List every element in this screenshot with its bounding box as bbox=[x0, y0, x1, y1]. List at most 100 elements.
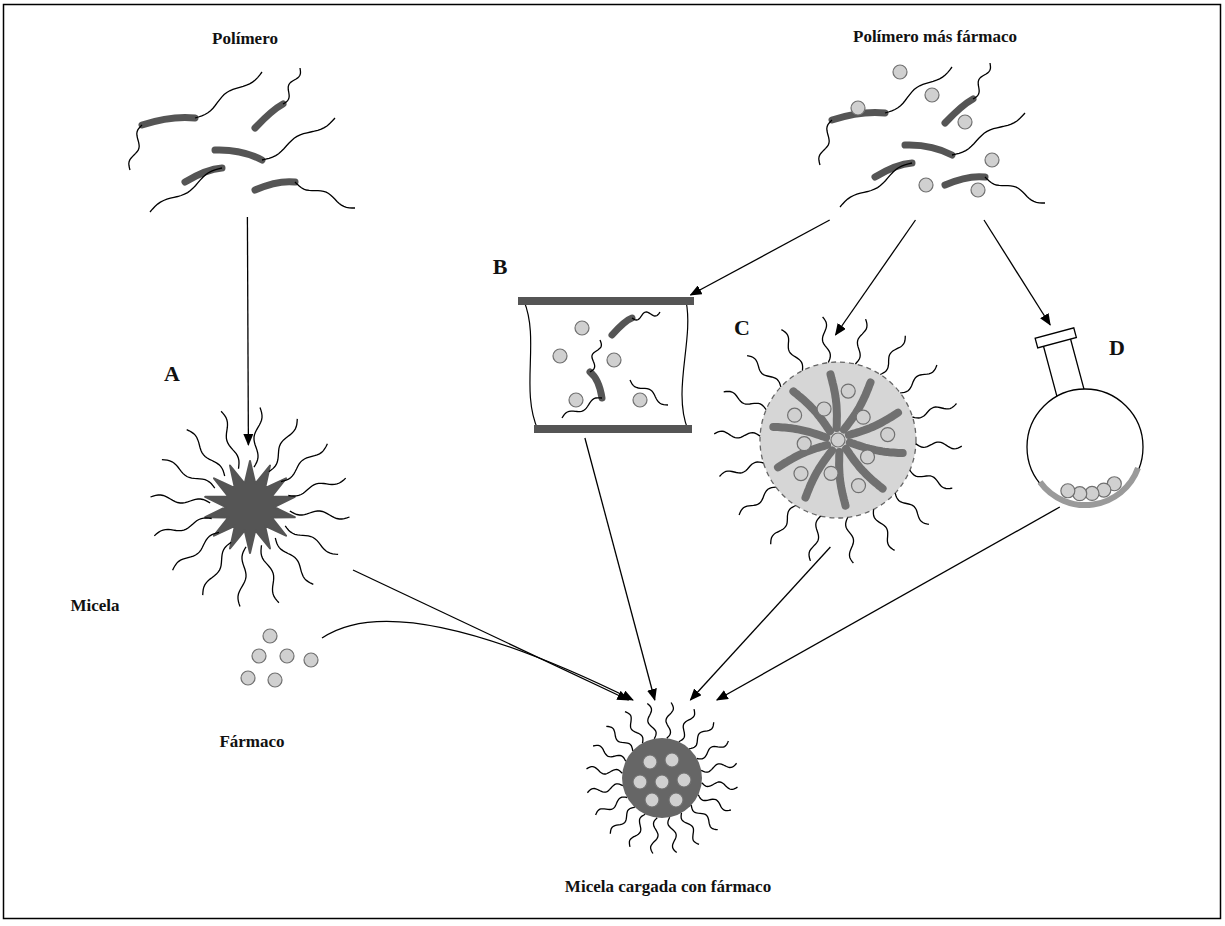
illustration-node: AMicela bbox=[148, 445, 353, 570]
polymer-tail bbox=[203, 542, 231, 595]
drug-particle bbox=[852, 479, 866, 493]
drug-particle bbox=[665, 753, 679, 767]
node-label: Micela bbox=[70, 597, 119, 616]
illustration-node: Fármaco bbox=[240, 625, 322, 690]
method-letter: C bbox=[734, 316, 750, 340]
drug-particle bbox=[268, 673, 282, 687]
polymer-core bbox=[905, 145, 952, 155]
method-letter: A bbox=[164, 362, 180, 386]
polymer-tail bbox=[129, 125, 142, 170]
drug-particle bbox=[1061, 484, 1075, 498]
polymer-core bbox=[831, 374, 837, 428]
polymer-tail bbox=[985, 177, 1045, 203]
polymer-tail bbox=[973, 63, 991, 99]
arrow-connector bbox=[585, 438, 655, 700]
drug-film bbox=[1040, 468, 1138, 505]
illustration-node: Polímero más fármaco bbox=[815, 55, 1060, 220]
polymer-tail bbox=[855, 319, 867, 364]
polymer-tail bbox=[679, 709, 695, 742]
polymer-tail bbox=[651, 818, 658, 854]
polymer-tail bbox=[916, 442, 962, 449]
polymer-tail bbox=[606, 726, 632, 751]
drug-particle bbox=[881, 428, 895, 442]
illustration-node: Polímero bbox=[125, 62, 365, 217]
polymer-tail bbox=[262, 118, 335, 160]
polymer-core bbox=[590, 372, 602, 398]
polymer-tail bbox=[295, 182, 355, 208]
polymer-tail bbox=[873, 509, 894, 550]
polymer-core bbox=[142, 117, 195, 125]
polymer-tail bbox=[840, 163, 912, 207]
drug-particle bbox=[856, 410, 870, 424]
polymer-core bbox=[215, 150, 262, 160]
illustration-node: B bbox=[518, 295, 694, 438]
polymer-tail bbox=[625, 712, 643, 744]
polymer-tail bbox=[846, 517, 854, 563]
drug-particle bbox=[263, 629, 277, 643]
polymer-tail bbox=[195, 72, 262, 118]
polymer-tail bbox=[610, 807, 635, 833]
drug-particle bbox=[817, 402, 831, 416]
drug-particle bbox=[831, 433, 845, 447]
polymer-tail bbox=[913, 404, 957, 419]
drug-particle bbox=[575, 321, 589, 335]
arrow-connector bbox=[717, 507, 1060, 700]
drug-particle bbox=[569, 393, 583, 407]
polymer-tail bbox=[724, 391, 766, 409]
polymer-tail bbox=[747, 356, 781, 387]
drug-particle bbox=[925, 88, 939, 102]
polymer-tail bbox=[590, 340, 601, 372]
polymer-tail bbox=[288, 478, 345, 496]
polymer-tail bbox=[647, 703, 656, 738]
drug-particle bbox=[893, 65, 907, 79]
polymer-tail bbox=[823, 317, 831, 363]
micelle-core bbox=[622, 738, 702, 818]
micelle-core bbox=[205, 461, 295, 553]
polymer-tail bbox=[668, 817, 677, 852]
node-label: Fármaco bbox=[219, 733, 284, 752]
flask-body bbox=[1027, 389, 1143, 505]
polymer-tail bbox=[689, 722, 714, 748]
polymer-tail bbox=[221, 411, 239, 468]
polymer-core bbox=[255, 182, 295, 190]
polymer-tail bbox=[691, 805, 717, 830]
drug-particle bbox=[985, 153, 999, 167]
drug-particle bbox=[797, 437, 811, 451]
drug-particle bbox=[841, 384, 855, 398]
drug-particle bbox=[304, 653, 318, 667]
polymer-tail bbox=[238, 547, 246, 607]
dialysis-bag bbox=[524, 301, 688, 430]
polymer-tail bbox=[701, 763, 736, 772]
polymer-tail bbox=[809, 516, 821, 561]
drug-particle bbox=[851, 101, 865, 115]
polymer-tail bbox=[151, 495, 211, 503]
drug-particle bbox=[794, 467, 808, 481]
node-label: Micela cargada con fármaco bbox=[565, 878, 771, 897]
polymer-tail bbox=[587, 767, 623, 774]
node-label: Polímero bbox=[212, 30, 278, 49]
polymer-tail bbox=[698, 795, 731, 811]
polymer-tail bbox=[281, 444, 327, 482]
drug-particle bbox=[824, 466, 838, 480]
polymer-tail bbox=[283, 68, 301, 104]
polymer-tail bbox=[910, 470, 952, 488]
polymer-tail bbox=[629, 814, 645, 847]
micelle-shell bbox=[760, 362, 916, 518]
polymer-tail bbox=[173, 532, 219, 570]
polymer-tail bbox=[285, 526, 338, 554]
drug-particle bbox=[252, 649, 266, 663]
polymer-tail bbox=[900, 365, 937, 393]
drug-particle bbox=[643, 755, 657, 769]
drug-particle bbox=[677, 773, 691, 787]
polymer-tail bbox=[952, 113, 1025, 155]
polymer-tail bbox=[880, 336, 905, 375]
drug-particle bbox=[241, 671, 255, 685]
arrow-connector bbox=[322, 621, 633, 700]
polymer-tail bbox=[162, 460, 215, 488]
polymer-tail bbox=[596, 797, 628, 815]
arrow-connector bbox=[353, 570, 628, 700]
polymer-tail bbox=[275, 538, 313, 584]
